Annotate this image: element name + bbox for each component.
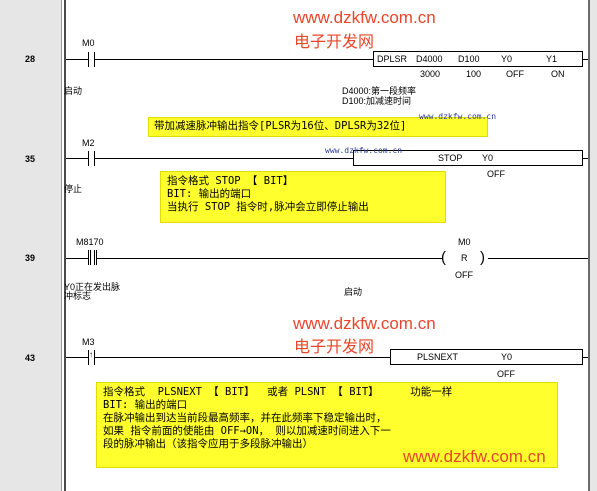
rung-wire — [66, 258, 88, 259]
contact-no-right[interactable] — [94, 52, 95, 67]
contact-label: M0 — [82, 38, 95, 48]
monitor-value: OFF — [487, 169, 505, 179]
instruction-box[interactable]: PLSNEXT Y0 — [390, 349, 583, 365]
watermark-small: www.dzkfw.com.cn — [419, 112, 497, 121]
operand-comment: D100:加减速时间 — [342, 96, 412, 106]
coil-right-paren[interactable]: ) — [480, 249, 485, 266]
rung-note: 指令格式 STOP 【 BIT】 BIT: 输出的端口 当执行 STOP 指令时… — [160, 171, 446, 223]
contact-pulse-left[interactable] — [88, 350, 89, 365]
monitor-value: OFF — [455, 270, 473, 280]
rung-wire — [95, 357, 390, 358]
contact-no-right[interactable] — [94, 151, 95, 166]
step-number: 39 — [24, 253, 35, 263]
coil-arg: R — [461, 253, 468, 263]
watermark-cn: 电子开发网 — [294, 339, 375, 356]
step-gutter — [0, 0, 62, 491]
rung-wire — [95, 59, 373, 60]
watermark-url: www.dzkfw.com.cn — [403, 447, 546, 466]
operand-comment: D4000:第一段频率 — [342, 86, 417, 96]
instruction-op: DPLSR — [377, 54, 408, 64]
step-number: 28 — [24, 54, 35, 64]
contact-comment: 启动 — [64, 86, 83, 96]
contact-no-right[interactable] — [94, 250, 95, 265]
instruction-op: STOP — [438, 153, 463, 163]
instruction-arg: Y0 — [501, 352, 513, 362]
instruction-arg: Y1 — [546, 54, 558, 64]
rung-wire — [488, 258, 588, 259]
contact-no-left[interactable] — [88, 151, 89, 166]
rung-note: 指令格式 PLSNEXT 【 BIT】 或者 PLSNT 【 BIT】 功能一样… — [96, 382, 558, 468]
monitor-value: 100 — [466, 69, 482, 79]
monitor-value: OFF — [497, 369, 515, 379]
instruction-arg: Y0 — [501, 54, 513, 64]
contact-label: M8170 — [76, 237, 104, 247]
contact-pulse-right[interactable] — [94, 350, 95, 365]
vertical-scrollbar[interactable] — [590, 0, 597, 491]
rung-note: 带加减速脉冲输出指令[PLSR为16位、DPLSR为32位] — [148, 117, 488, 137]
rung-wire — [66, 158, 88, 159]
contact-no-left[interactable] — [88, 250, 89, 265]
left-power-rail — [64, 0, 66, 491]
step-number: 43 — [24, 353, 35, 363]
rung-wire — [583, 357, 588, 358]
contact-comment: Y0正在发出脉冲标志 — [64, 282, 121, 301]
contact-active-bar — [90, 250, 91, 265]
monitor-value: ON — [551, 69, 565, 79]
contact-label: M3 — [82, 337, 95, 347]
monitor-value: 3000 — [420, 69, 441, 79]
watermark-small: www.dzkfw.com.cn — [325, 146, 403, 155]
contact-comment: 停止 — [64, 184, 83, 194]
rung-wire — [66, 59, 88, 60]
rung-wire — [583, 59, 588, 60]
coil-left-paren[interactable]: ( — [441, 249, 446, 266]
watermark-url: www.dzkfw.com.cn — [293, 8, 436, 27]
rung-wire — [583, 158, 588, 159]
monitor-value: OFF — [506, 69, 524, 79]
watermark-url: www.dzkfw.com.cn — [293, 314, 436, 333]
contact-label: M2 — [82, 138, 95, 148]
instruction-op: PLSNEXT — [417, 352, 459, 362]
right-power-rail — [588, 0, 590, 491]
instruction-arg: D100 — [458, 54, 480, 64]
rung-wire — [95, 158, 353, 159]
instruction-arg: Y0 — [482, 153, 494, 163]
rung-wire — [97, 258, 442, 259]
instruction-box[interactable]: STOP Y0 — [353, 150, 583, 166]
watermark-cn: 电子开发网 — [294, 34, 375, 51]
coil-label: M0 — [458, 237, 471, 247]
step-number: 35 — [24, 154, 35, 164]
instruction-arg: D4000 — [416, 54, 443, 64]
instruction-box[interactable]: DPLSR D4000 D100 Y0 Y1 — [373, 51, 583, 67]
contact-no-left[interactable] — [88, 52, 89, 67]
contact-active-bar — [96, 250, 97, 265]
coil-comment: 启动 — [344, 287, 363, 297]
rising-edge-arrow-icon: ↑ — [89, 350, 93, 359]
rung-wire — [66, 357, 88, 358]
